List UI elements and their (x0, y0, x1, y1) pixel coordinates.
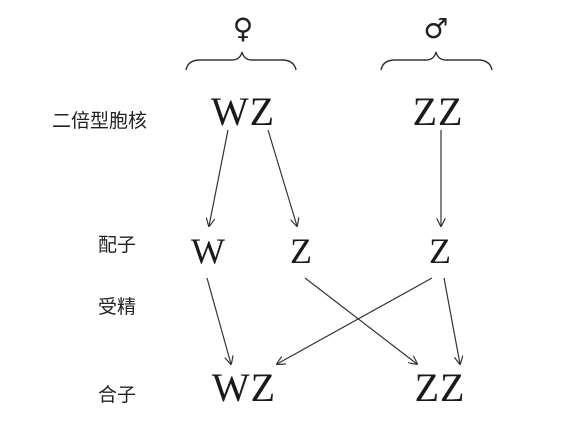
zygote-zz: ZZ (414, 365, 466, 410)
male-brace (380, 51, 493, 71)
gamete-male-z: Z (429, 231, 451, 271)
label-diploid-nucleus: 二倍型胞核 (52, 110, 148, 132)
label-gamete: 配子 (98, 234, 137, 256)
zygote-wz: WZ (211, 365, 277, 410)
female-brace (185, 51, 297, 71)
arrow-wz-to-z (267, 129, 297, 226)
female-symbol: ♀ (232, 12, 254, 45)
arrow-male-z-to-wz (277, 277, 433, 364)
parent-male-genotype: ZZ (412, 89, 464, 134)
gamete-female-w: W (191, 231, 225, 271)
arrow-female-z-to-zz (304, 277, 417, 364)
label-fertilization: 受精 (98, 296, 137, 318)
arrow-male-z-to-zz (443, 277, 460, 364)
arrow-wz-to-w (209, 129, 229, 226)
parent-female-genotype: WZ (210, 89, 276, 134)
gamete-female-z: Z (290, 231, 312, 271)
male-symbol: ♂ (423, 12, 449, 45)
arrow-w-to-wz (206, 277, 231, 364)
label-zygote: 合子 (98, 384, 137, 406)
